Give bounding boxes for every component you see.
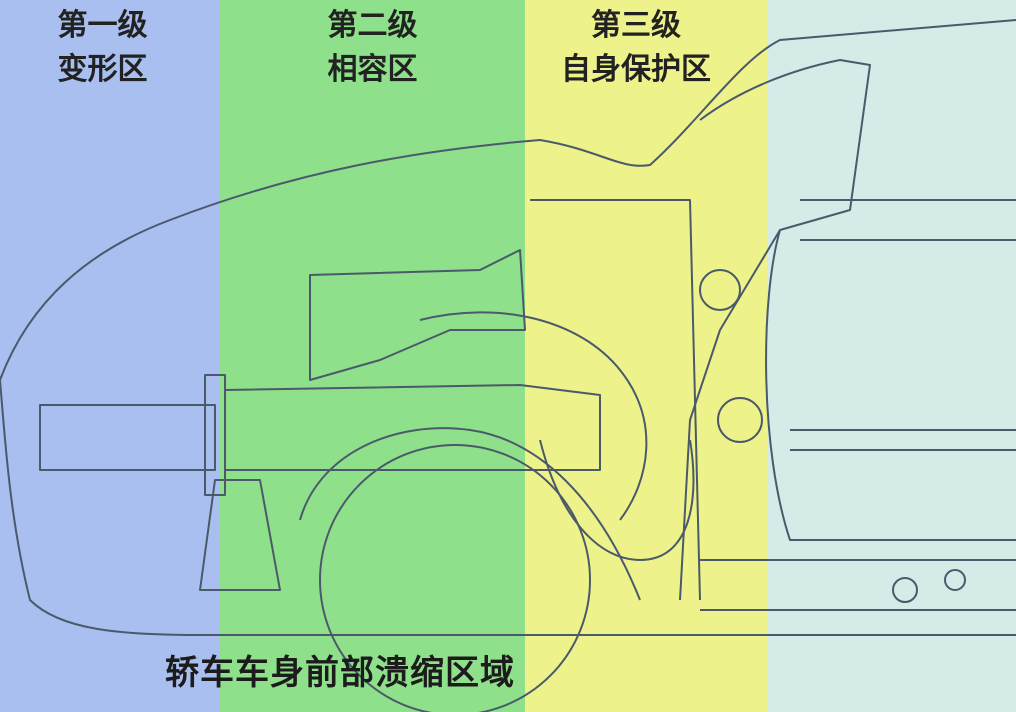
hole: [717, 397, 763, 443]
zone-2-subtitle: 相容区: [327, 52, 418, 87]
hole: [944, 569, 966, 591]
zone-1-title: 第一级: [57, 8, 148, 43]
crash-box: [39, 404, 216, 471]
dash-panel: [530, 199, 701, 601]
zone-compatibility: 第二级 相容区: [220, 0, 525, 712]
shock-tower: [309, 249, 526, 381]
front-rail: [224, 384, 601, 471]
zone-self-protection: 第三级 自身保护区: [525, 0, 767, 712]
front-wheel: [319, 444, 591, 712]
zone-1-label: 第一级 变形区: [0, 4, 205, 92]
zone-3-label: 第三级 自身保护区: [515, 4, 757, 92]
apron-curve: [419, 311, 648, 521]
zone-2-title: 第二级: [327, 8, 418, 43]
a-pillar: [679, 59, 871, 601]
zone-3-title: 第三级: [591, 8, 681, 43]
wheel-arch: [299, 427, 641, 601]
zone-cabin: [767, 0, 1016, 712]
hole: [699, 269, 741, 311]
cabin-door-frame: [765, 199, 1016, 541]
rocker-panel: [700, 559, 1016, 611]
zone-1-subtitle: 变形区: [57, 52, 148, 87]
zone-2-label: 第二级 相容区: [220, 4, 525, 92]
zone-deformation: 第一级 变形区: [0, 0, 220, 712]
rail-lower-bracket: [199, 479, 281, 591]
wheelhouse-inner: [539, 439, 695, 561]
diagram-caption: 轿车车身前部溃缩区域: [165, 653, 515, 693]
zone-3-subtitle: 自身保护区: [561, 52, 711, 87]
bumper-outline: [0, 379, 270, 636]
hole: [892, 577, 918, 603]
hood-outline: [0, 19, 1016, 381]
